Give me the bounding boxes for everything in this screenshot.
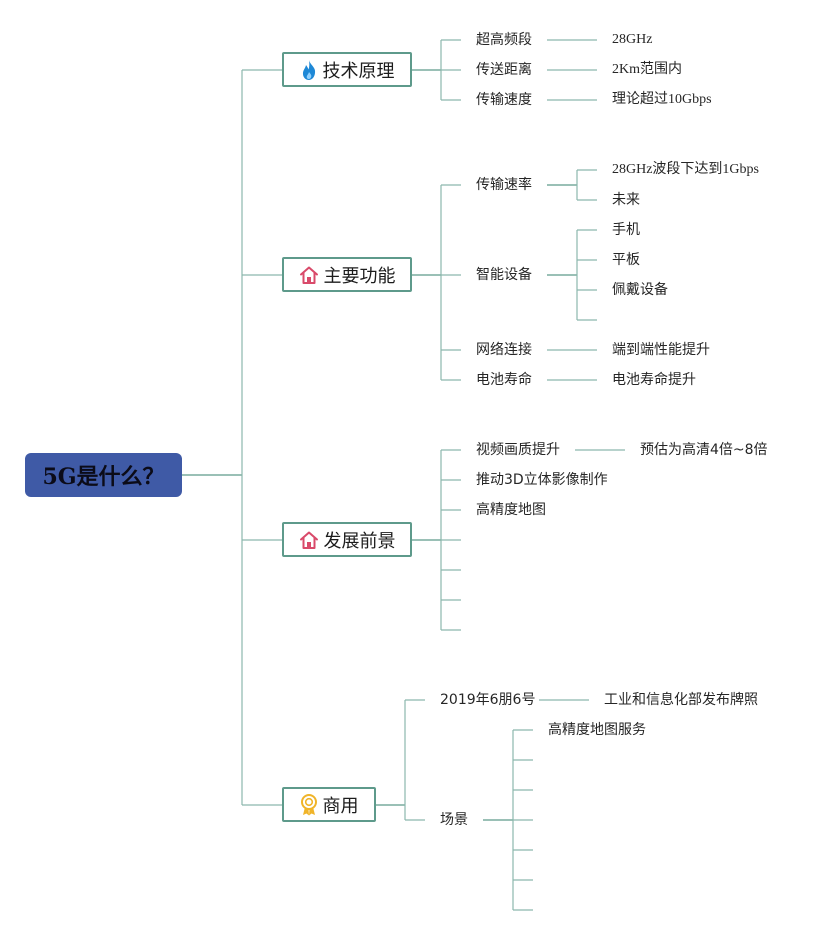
detail-node[interactable]: 平板 (612, 252, 640, 268)
detail-node[interactable]: 电池寿命提升 (612, 372, 696, 388)
root-node[interactable]: 5G是什么？ (25, 453, 182, 497)
topic-node[interactable]: 网络连接 (476, 342, 532, 358)
topic-node[interactable]: 2019年6朋6号 (440, 692, 536, 708)
detail-node[interactable]: 佩戴设备 (612, 282, 668, 298)
detail-node[interactable]: 理论超过10Gbps (612, 92, 712, 107)
detail-node[interactable]: 28GHz (612, 32, 653, 47)
topic-node[interactable]: 智能设备 (476, 267, 532, 283)
topic-node[interactable]: 超高频段 (476, 32, 532, 48)
detail-node[interactable]: 2Km范围内 (612, 62, 682, 77)
award-icon (300, 793, 318, 816)
branch-label: 技术原理 (322, 60, 395, 82)
detail-node[interactable]: 高精度地图服务 (548, 722, 646, 738)
branch-label: 发展前景 (323, 530, 396, 552)
house-icon (299, 265, 319, 285)
branch-tech-principle[interactable]: 技术原理 (282, 52, 412, 87)
topic-node[interactable]: 视频画质提升 (476, 442, 560, 458)
house-icon (299, 530, 319, 550)
topic-node[interactable]: 电池寿命 (476, 372, 532, 388)
branch-main-functions[interactable]: 主要功能 (282, 257, 412, 292)
detail-node[interactable]: 28GHz波段下达到1Gbps (612, 162, 759, 177)
branch-development-prospects[interactable]: 发展前景 (282, 522, 412, 557)
topic-node[interactable]: 传送距离 (476, 62, 532, 78)
detail-node[interactable]: 端到端性能提升 (612, 342, 710, 358)
connector-lines (182, 39, 625, 911)
detail-node[interactable]: 未来 (612, 192, 640, 208)
topic-node[interactable]: 传输速度 (476, 92, 532, 108)
detail-node[interactable]: 手机 (612, 222, 640, 238)
fire-icon (300, 59, 318, 81)
topic-node[interactable]: 场景 (440, 812, 468, 828)
topic-node[interactable]: 传输速率 (476, 177, 532, 193)
branch-label: 商用 (322, 795, 359, 817)
branch-label: 主要功能 (323, 265, 396, 287)
topic-node[interactable]: 推动3D立体影像制作 (476, 472, 608, 488)
root-label: 5G是什么？ (42, 464, 165, 490)
detail-node[interactable]: 工业和信息化部发布牌照 (604, 692, 758, 708)
topic-node[interactable]: 高精度地图 (476, 502, 546, 518)
branch-commercial[interactable]: 商用 (282, 787, 376, 822)
detail-node[interactable]: 预估为高清4倍~8倍 (640, 442, 768, 458)
